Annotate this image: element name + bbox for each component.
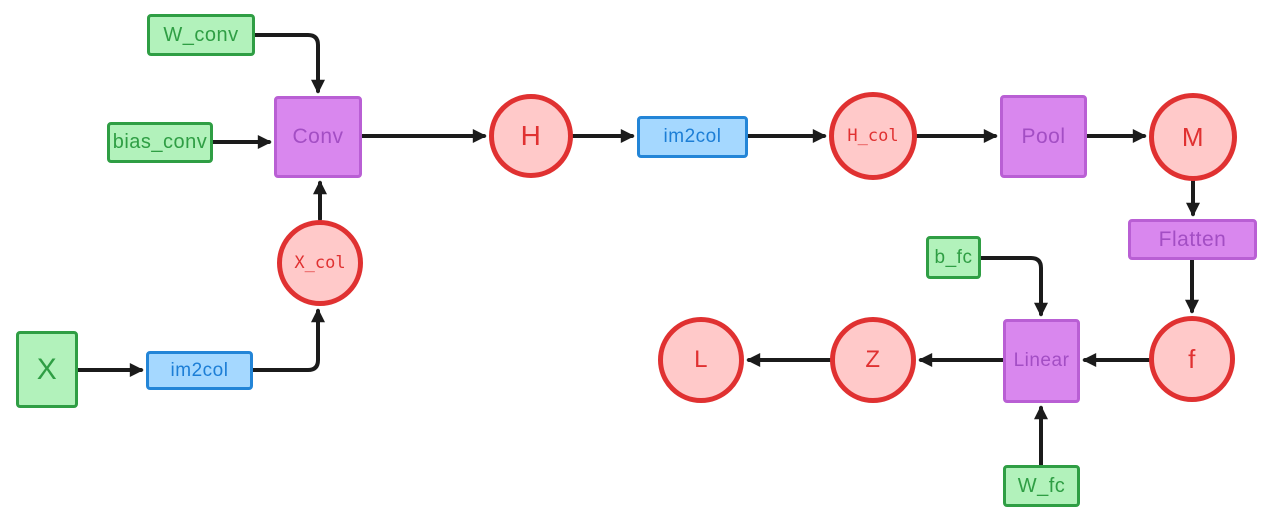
- node-label-flatten: Flatten: [1158, 227, 1227, 251]
- node-x: X: [16, 331, 78, 408]
- node-label-h-col: H_col: [847, 126, 899, 146]
- node-label-l: L: [694, 346, 708, 373]
- node-label-w-conv: W_conv: [163, 23, 239, 46]
- node-label-h: H: [520, 120, 542, 151]
- node-z: Z: [830, 317, 916, 403]
- edge-w-conv-to-conv: [253, 33, 325, 94]
- node-linear: Linear: [1003, 319, 1080, 403]
- node-label-linear: Linear: [1013, 350, 1070, 371]
- node-w-conv: W_conv: [147, 14, 255, 56]
- node-m: M: [1149, 93, 1237, 181]
- node-bias-conv: bias_conv: [107, 122, 213, 163]
- node-label-f: f: [1188, 343, 1196, 374]
- node-label-conv: Conv: [292, 125, 344, 148]
- node-label-im2col-x: im2col: [170, 359, 229, 381]
- node-h: H: [489, 94, 573, 178]
- node-label-pool: Pool: [1021, 124, 1066, 148]
- node-h-col: H_col: [829, 92, 917, 180]
- node-label-bias-conv: bias_conv: [112, 131, 208, 153]
- node-conv: Conv: [274, 96, 362, 178]
- node-label-im2col-h: im2col: [663, 126, 722, 147]
- node-label-m: M: [1181, 121, 1205, 152]
- node-label-b-fc: b_fc: [934, 246, 973, 268]
- node-f: f: [1149, 316, 1235, 402]
- edge-group: [76, 33, 1200, 467]
- edge-im2col-x-to-x-col: [251, 308, 325, 372]
- node-label-z: Z: [865, 346, 881, 373]
- node-im2col-x: im2col: [146, 351, 253, 390]
- node-x-col: X_col: [277, 220, 363, 306]
- node-label-x: X: [36, 352, 58, 386]
- node-l: L: [658, 317, 744, 403]
- node-pool: Pool: [1000, 95, 1087, 178]
- node-w-fc: W_fc: [1003, 465, 1080, 507]
- node-label-x-col: X_col: [294, 253, 346, 273]
- node-b-fc: b_fc: [926, 236, 981, 279]
- node-flatten: Flatten: [1128, 219, 1257, 260]
- node-im2col-h: im2col: [637, 116, 748, 158]
- edge-b-fc-to-linear: [979, 256, 1048, 317]
- node-label-w-fc: W_fc: [1017, 474, 1066, 497]
